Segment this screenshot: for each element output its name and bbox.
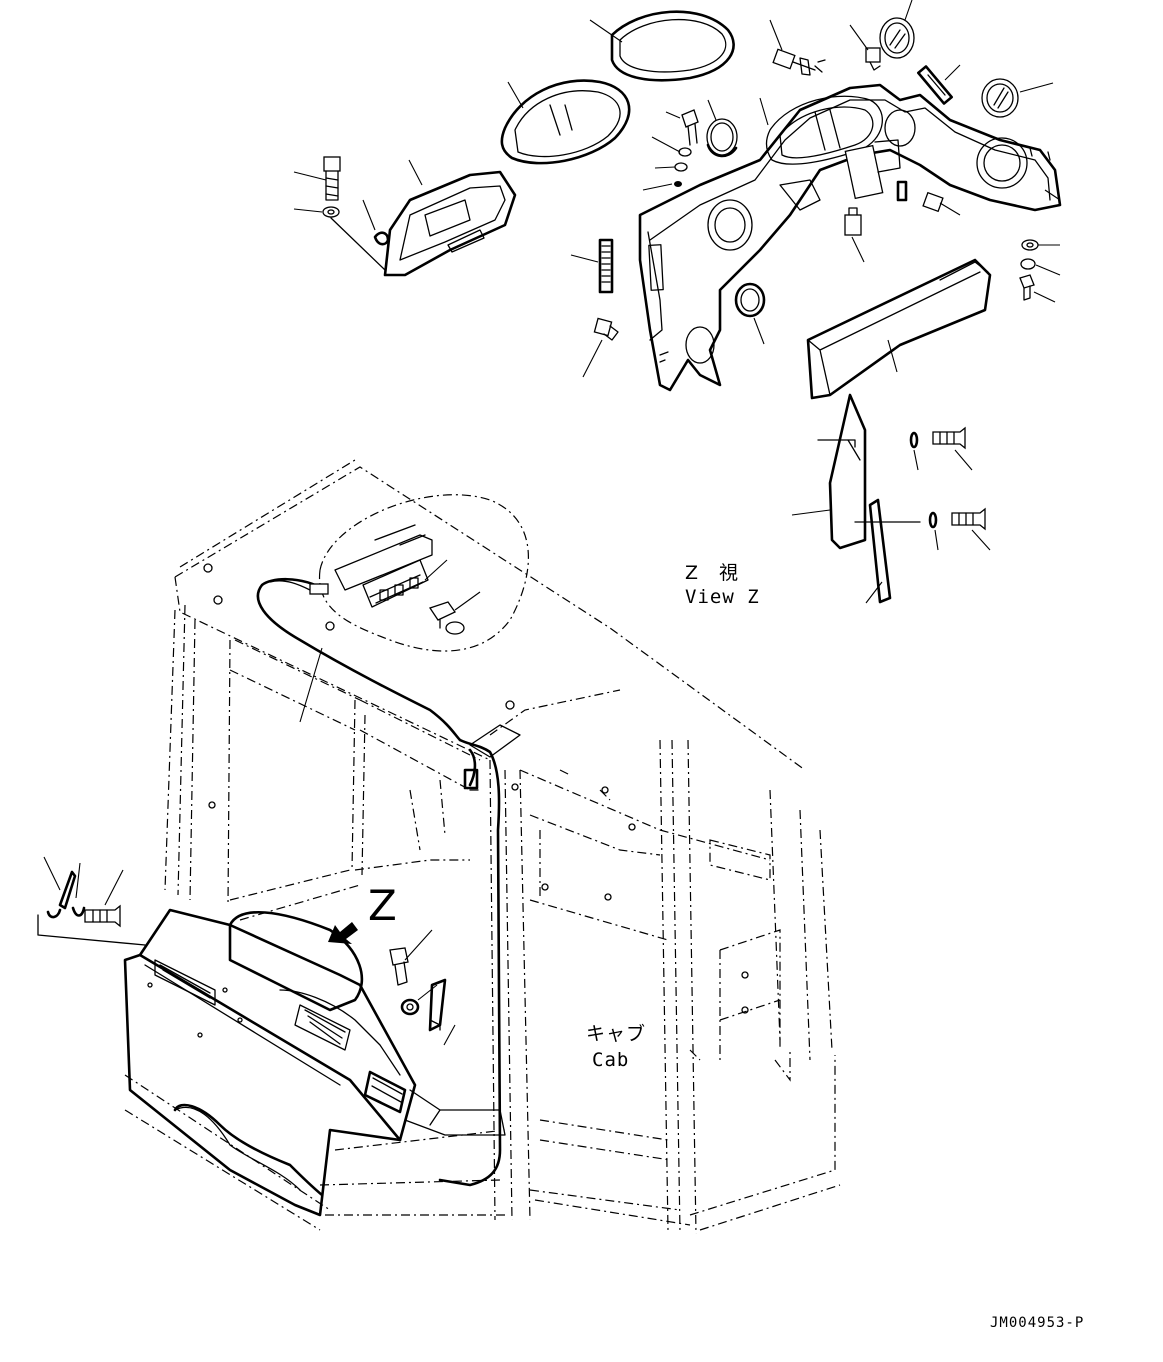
- meter-panel: [500, 79, 631, 165]
- dashboard-cover: [638, 83, 1062, 392]
- vent-grille: [598, 238, 614, 294]
- push-clip: [593, 317, 619, 341]
- meter-bracket: [373, 170, 517, 277]
- lamp-socket: [772, 48, 826, 76]
- drawing-code: JM004953-P: [990, 1315, 1085, 1331]
- bracket-parts-lower: [389, 947, 447, 1032]
- lower-duct-cover: [806, 258, 992, 400]
- bolt-left: [322, 156, 341, 218]
- small-connector-top: [865, 47, 881, 71]
- harness-bubble: [318, 494, 529, 652]
- side-plate: [828, 393, 892, 604]
- view-z-jp-label: Z 視: [685, 562, 740, 584]
- cab-roof: [174, 459, 806, 771]
- gauge-right: [981, 78, 1019, 118]
- bolt-center: [674, 109, 699, 187]
- bolts-side: [817, 426, 986, 531]
- view-arrow: [328, 922, 358, 944]
- cab-jp-label: キャブ: [586, 1023, 647, 1045]
- gauge-top-right: [879, 17, 915, 59]
- switch-small-a: [844, 207, 862, 236]
- gauge-left: [706, 118, 738, 158]
- view-z-en-label: View Z: [685, 586, 760, 608]
- wire-harness: [256, 577, 502, 1187]
- arrow-z-label: Z: [368, 881, 398, 930]
- hardware-lower-left: [37, 870, 146, 946]
- switch-strip-top: [917, 65, 953, 105]
- leader-lines-lower: [43, 559, 481, 1046]
- nut-stack-right: [1019, 239, 1039, 301]
- ring-bezel: [734, 282, 766, 318]
- switch-small-b: [896, 180, 944, 213]
- cab-en-label: Cab: [592, 1049, 630, 1071]
- meter-gasket: [610, 10, 735, 82]
- leader-lines: [293, 0, 1061, 604]
- dashboard-assembly: [123, 908, 506, 1217]
- cab-frame: [124, 604, 841, 1235]
